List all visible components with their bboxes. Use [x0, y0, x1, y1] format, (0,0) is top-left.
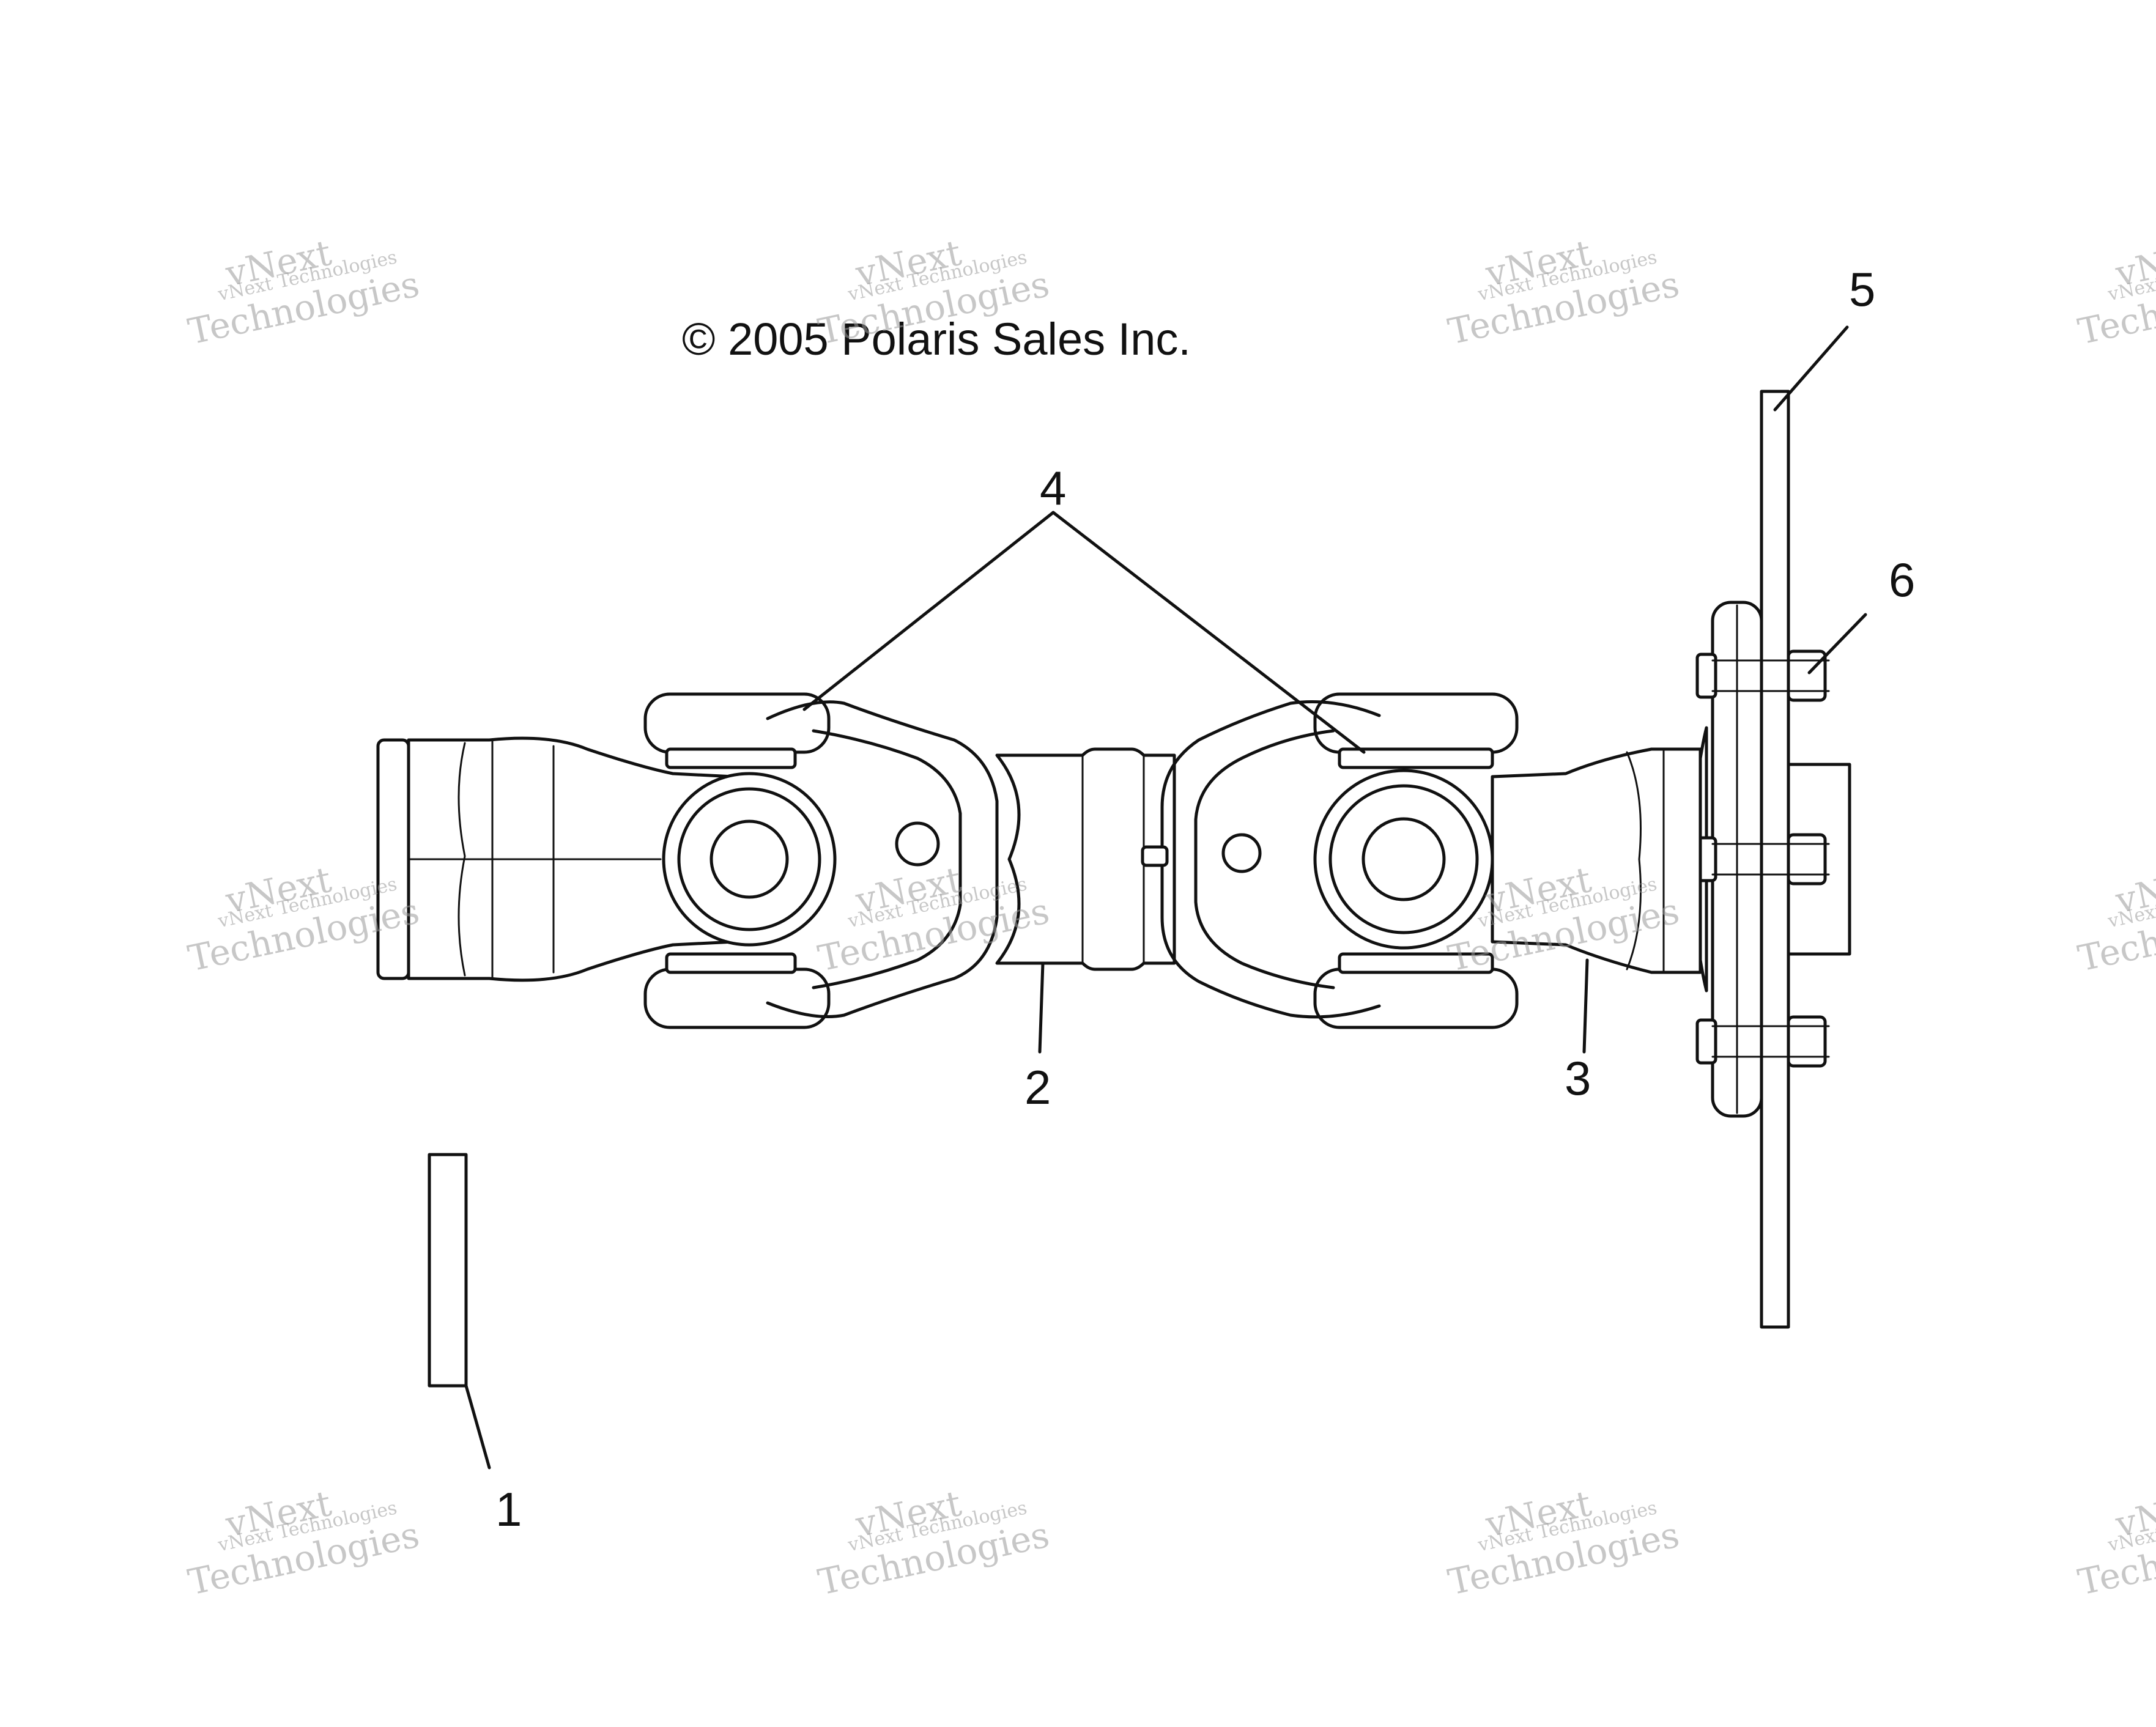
part-1-key — [428, 1153, 468, 1388]
callout-3: 3 — [1565, 1051, 1591, 1105]
watermark-logo: vNext vNext Technologies Technologies — [185, 232, 423, 353]
watermark-logo: vNext vNext Technologies Technologies — [1445, 232, 1683, 353]
watermark-logo: vNext vNext Technologies Technologies — [2075, 859, 2156, 980]
callout-numbers: 1 2 3 4 5 6 — [495, 262, 1915, 1536]
callout-1: 1 — [495, 1482, 522, 1536]
leader-lines — [464, 325, 1867, 1470]
watermark-logo: vNext vNext Technologies Technologies — [2075, 232, 2156, 353]
part-5-plate — [1760, 390, 1790, 1329]
watermark-logo: vNext vNext Technologies Technologies — [185, 1482, 423, 1603]
copyright-text: © 2005 Polaris Sales Inc. — [682, 314, 1191, 364]
watermark-logo: vNext vNext Technologies Technologies — [815, 1482, 1053, 1603]
callout-2: 2 — [1024, 1060, 1051, 1114]
left-u-joint — [643, 692, 999, 1029]
watermark-logo: vNext vNext Technologies Technologies — [2075, 1482, 2156, 1603]
callout-5: 5 — [1849, 262, 1875, 316]
right-u-joint — [1141, 692, 1519, 1029]
callout-6: 6 — [1889, 553, 1915, 607]
part-3-flange-yoke — [1491, 747, 1702, 974]
left-slip-yoke — [376, 736, 736, 982]
callout-4: 4 — [1040, 461, 1066, 515]
watermark-logo: vNext vNext Technologies Technologies — [1445, 1482, 1683, 1603]
